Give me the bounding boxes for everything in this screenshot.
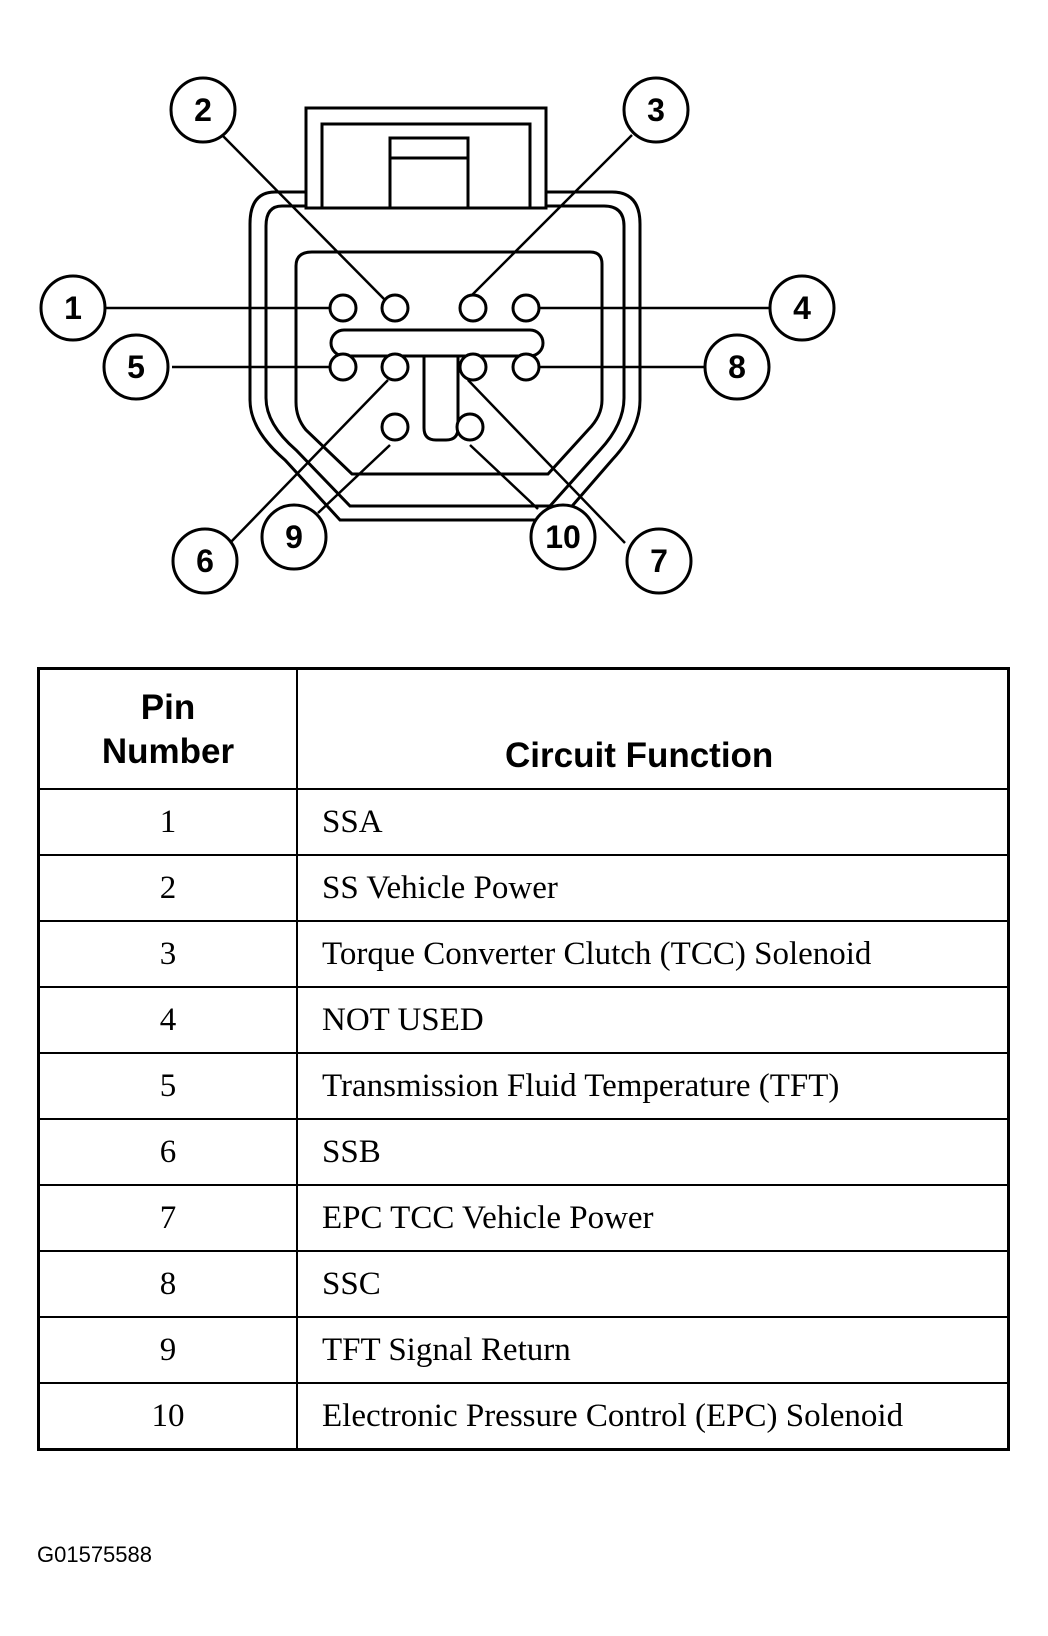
- leader-line-pin-2: [221, 134, 386, 301]
- pin-socket-5: [328, 352, 358, 382]
- figure-id: G01575588: [37, 1542, 152, 1567]
- callout-label: 6: [196, 543, 214, 579]
- callout-pin-9: 9: [260, 503, 328, 571]
- callout-label: 2: [194, 92, 212, 128]
- callout-pin-6: 6: [171, 527, 239, 595]
- pin-number-cell: 9: [37, 1316, 298, 1384]
- callout-pin-7: 7: [625, 527, 693, 595]
- circuit-function-cell: NOT USED: [296, 986, 1010, 1054]
- pin-socket-9: [380, 412, 410, 442]
- callout-label: 10: [545, 519, 581, 555]
- pin-number-cell: 8: [37, 1250, 298, 1318]
- leader-line-pin-10: [469, 444, 539, 510]
- pin-number-cell: 4: [37, 986, 298, 1054]
- pin-number-cell: 2: [37, 854, 298, 922]
- pin-number-cell: 10: [37, 1382, 298, 1451]
- table-header-row: Pin Number Circuit Function: [37, 667, 1010, 790]
- callout-label: 4: [793, 290, 811, 326]
- header-pin-line2: Number: [101, 732, 235, 771]
- header-pin-number: Pin Number: [37, 667, 298, 790]
- callout-label: 9: [285, 519, 303, 555]
- leader-line-pin-7: [467, 379, 626, 544]
- pin-socket-8: [511, 352, 541, 382]
- pin-socket-2: [380, 293, 410, 323]
- callout-pin-5: 5: [102, 333, 170, 401]
- callouts: 1 2 3 4 5 6 7 8: [39, 76, 836, 595]
- circuit-function-cell: SSA: [296, 788, 1010, 856]
- circuit-function-cell: EPC TCC Vehicle Power: [296, 1184, 1010, 1252]
- circuit-function-cell: Electronic Pressure Control (EPC) Soleno…: [296, 1382, 1010, 1451]
- circuit-function-cell: SS Vehicle Power: [296, 854, 1010, 922]
- pin-socket-3: [458, 293, 488, 323]
- callout-label: 7: [650, 543, 668, 579]
- pin-number-cell: 6: [37, 1118, 298, 1186]
- pin-number-cell: 5: [37, 1052, 298, 1120]
- circuit-function-cell: SSB: [296, 1118, 1010, 1186]
- callout-label: 3: [647, 92, 665, 128]
- header-circuit-function: Circuit Function: [296, 667, 1010, 790]
- callout-pin-8: 8: [703, 333, 771, 401]
- pin-socket-1: [328, 293, 358, 323]
- leader-line-pin-3: [466, 134, 633, 301]
- header-pin-line1: Pin: [140, 688, 196, 727]
- pin-sockets: [328, 293, 541, 442]
- circuit-function-cell: TFT Signal Return: [296, 1316, 1010, 1384]
- pin-socket-7: [458, 352, 488, 382]
- circuit-function-cell: Torque Converter Clutch (TCC) Solenoid: [296, 920, 1010, 988]
- callout-pin-3: 3: [622, 76, 690, 144]
- pin-number-cell: 3: [37, 920, 298, 988]
- pin-socket-6: [380, 352, 410, 382]
- callout-pin-4: 4: [768, 274, 836, 342]
- pin-socket-4: [511, 293, 541, 323]
- connector-body: [248, 106, 642, 522]
- pin-number-cell: 1: [37, 788, 298, 856]
- leader-line-pin-6: [227, 379, 389, 546]
- connector-diagram: 1 2 3 4 5 6 7 8: [39, 76, 836, 595]
- callout-label: 5: [127, 349, 145, 385]
- pin-socket-10: [455, 412, 485, 442]
- leader-line-pin-9: [317, 444, 391, 514]
- callout-label: 8: [728, 349, 746, 385]
- callout-pin-1: 1: [39, 274, 107, 342]
- callout-pin-2: 2: [169, 76, 237, 144]
- circuit-function-cell: Transmission Fluid Temperature (TFT): [296, 1052, 1010, 1120]
- callout-pin-10: 10: [529, 503, 597, 571]
- leader-lines: [103, 134, 770, 546]
- callout-label: 1: [64, 290, 82, 326]
- circuit-function-cell: SSC: [296, 1250, 1010, 1318]
- pin-number-cell: 7: [37, 1184, 298, 1252]
